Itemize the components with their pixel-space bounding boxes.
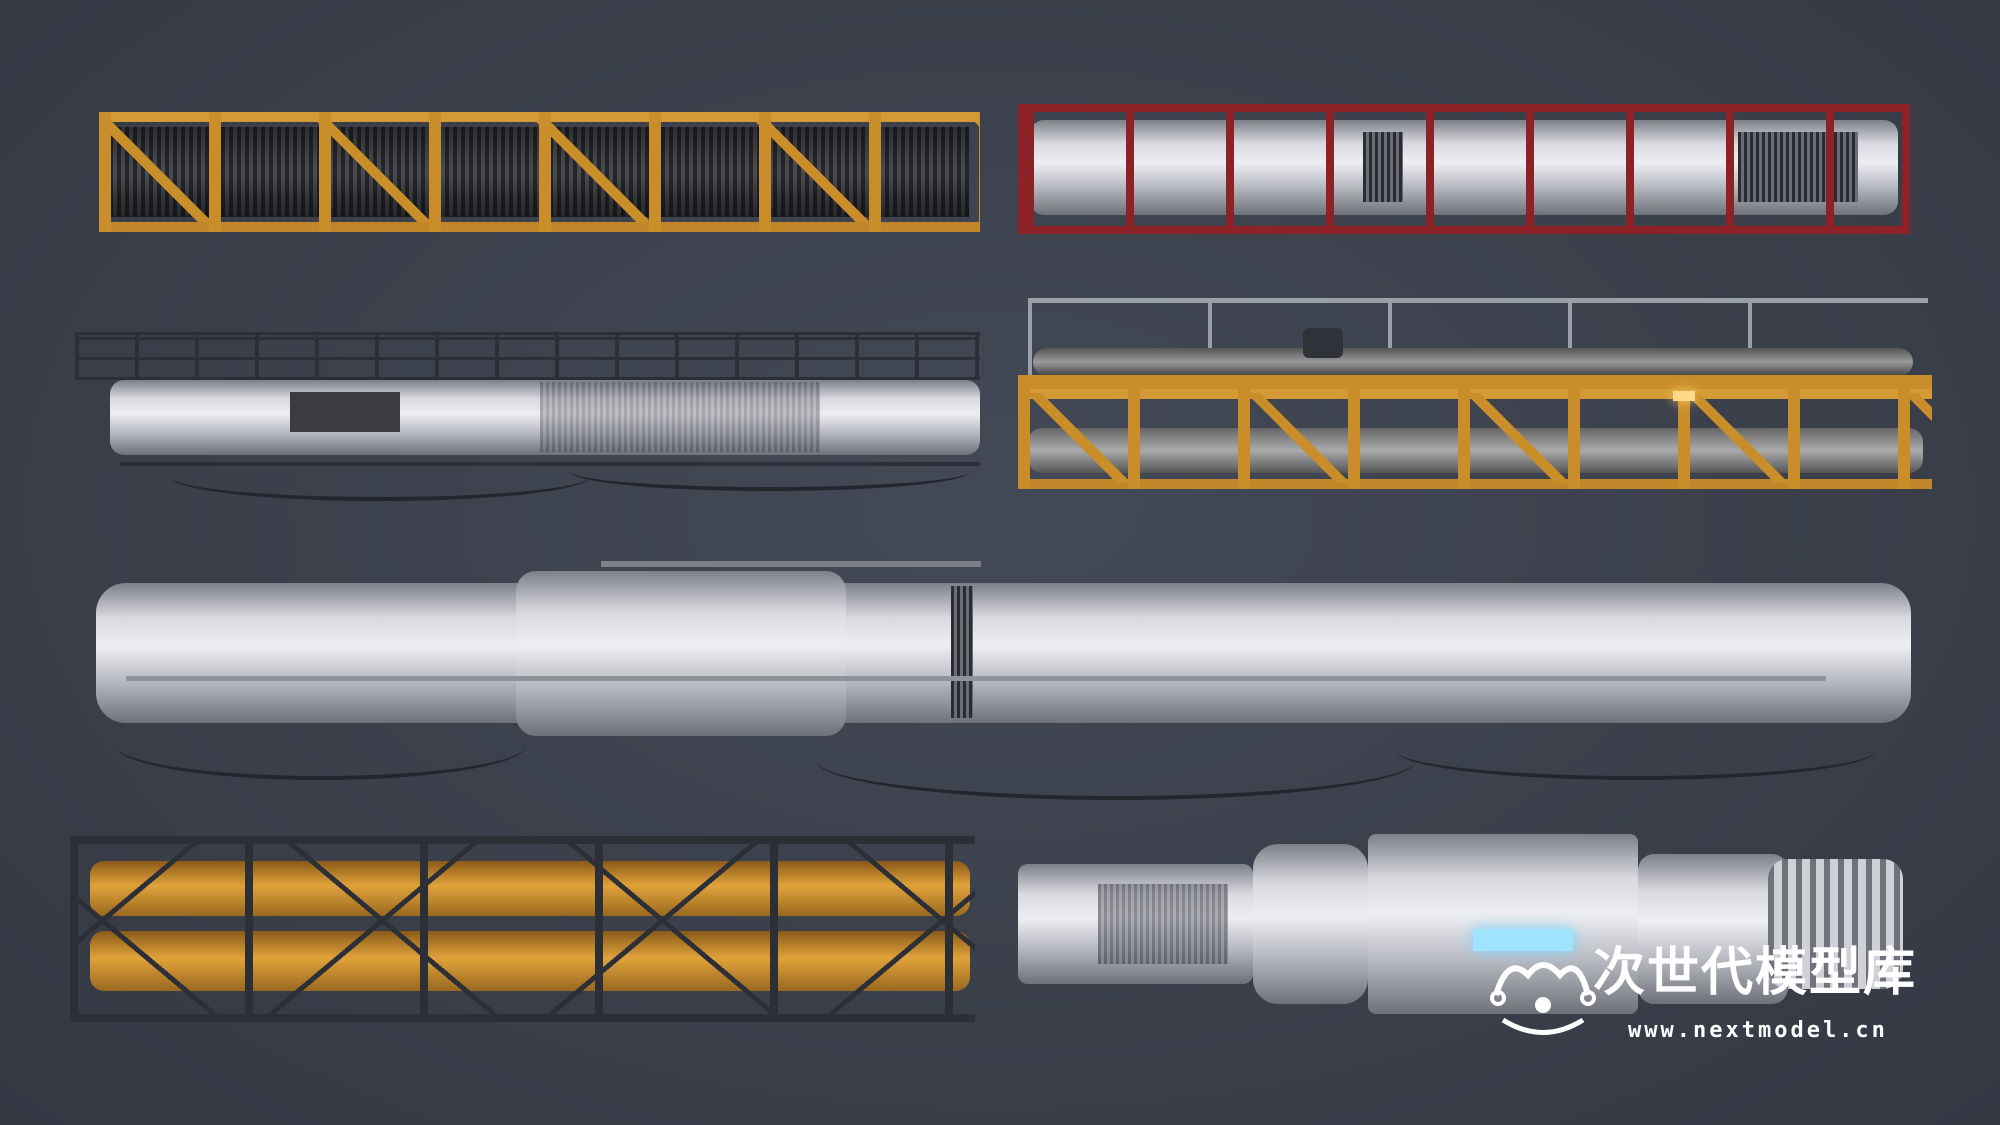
hanging-cable bbox=[816, 721, 1416, 800]
top-antenna bbox=[601, 561, 981, 567]
hanging-cable bbox=[170, 452, 590, 501]
grey-pipe-truss-module bbox=[70, 312, 982, 504]
pipe-collar bbox=[516, 571, 846, 736]
hanging-cable bbox=[1396, 721, 1876, 780]
right-coupling bbox=[1638, 854, 1788, 1004]
dark-truss-top bbox=[75, 332, 980, 380]
warning-light bbox=[1673, 391, 1695, 401]
dark-cage-frame bbox=[70, 836, 975, 1022]
hanging-cable bbox=[570, 452, 970, 491]
gear-drum bbox=[1253, 844, 1368, 1004]
red-frame-pipe-module bbox=[1018, 92, 1910, 245]
platform-deck bbox=[1018, 375, 1932, 389]
vent-grille bbox=[1098, 884, 1228, 964]
red-frame bbox=[1018, 104, 1910, 234]
orange-truss-cable-module bbox=[99, 112, 980, 232]
bellows bbox=[1768, 859, 1903, 989]
orange-truss-diagonals bbox=[1018, 393, 1932, 483]
glow-panel bbox=[1473, 929, 1573, 951]
side-conduit bbox=[126, 676, 1826, 681]
orange-truss-diagonals bbox=[99, 122, 980, 222]
large-sci-fi-pipe bbox=[96, 561, 1911, 800]
watermark-url: www.nextmodel.cn bbox=[1628, 1018, 1888, 1043]
orange-platform-pipe-module bbox=[1018, 293, 1932, 500]
hanging-cable bbox=[116, 711, 526, 780]
pipe-joint-ring bbox=[951, 586, 973, 718]
pipe-vent bbox=[540, 382, 820, 452]
orange-tank-cage-module bbox=[70, 816, 985, 1027]
watermark: 次世代模型库 www.nextmodel.cn bbox=[1488, 945, 1968, 1050]
upper-pipe bbox=[1033, 348, 1913, 376]
watermark-brand: 次世代模型库 bbox=[1593, 943, 1918, 1003]
mascot-logo-icon bbox=[1490, 962, 1596, 1035]
pipe-grille bbox=[290, 392, 400, 432]
pipe-valve bbox=[1303, 328, 1343, 358]
pipe-body bbox=[96, 583, 1911, 723]
pipe-body bbox=[110, 380, 980, 455]
